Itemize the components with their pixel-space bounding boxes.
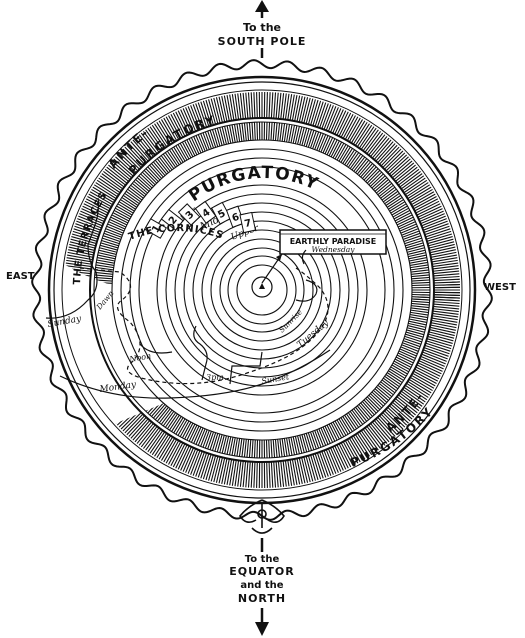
equator-arrow	[255, 538, 269, 636]
south-pole-line2: SOUTH POLE	[218, 35, 307, 48]
terrace-rings	[93, 121, 431, 459]
purgatory-title: PURGATORY	[185, 163, 322, 206]
earthly-paradise-box	[279, 229, 387, 255]
fleur-de-lis-ornament	[239, 499, 285, 534]
earthly-paradise-label: EARTHLY PARADISE	[290, 237, 377, 246]
south-pole-arrow	[255, 0, 269, 58]
equator-line1: To the	[245, 554, 280, 565]
cornice-box-1: 1	[144, 218, 167, 239]
label-sunset: Sunset	[261, 372, 291, 386]
equator-line4: NORTH	[238, 592, 286, 605]
cornice-box-3: 3	[177, 203, 201, 226]
outer-rings	[47, 75, 477, 505]
equator-line3: and the	[240, 580, 283, 591]
scalloped-border	[31, 59, 493, 521]
earthly-paradise-day: Wednesday	[312, 245, 356, 254]
label-sunday: Sunday	[47, 314, 83, 330]
label-3pm: 3pm	[206, 373, 224, 382]
cornice-box-4: 4	[194, 200, 217, 224]
pilgrim-path	[45, 197, 331, 399]
cornice-box-2: 2	[160, 208, 184, 231]
cornice-number: 6	[231, 212, 241, 225]
equator-line2: EQUATOR	[229, 565, 294, 578]
compass-west: WEST	[484, 282, 516, 293]
cornice-number: 7	[243, 218, 252, 230]
cornice-box-7: 7	[239, 211, 257, 234]
label-sunrise: Sunrise	[277, 307, 304, 334]
cornice-number: 5	[216, 208, 227, 221]
summit-center	[251, 253, 283, 298]
compass-east: EAST	[6, 271, 35, 282]
south-pole-line1: To the	[243, 21, 281, 34]
label-monday: Monday	[98, 380, 138, 395]
label-noon: Noon	[128, 351, 152, 364]
cornice-number: 1	[150, 223, 163, 235]
